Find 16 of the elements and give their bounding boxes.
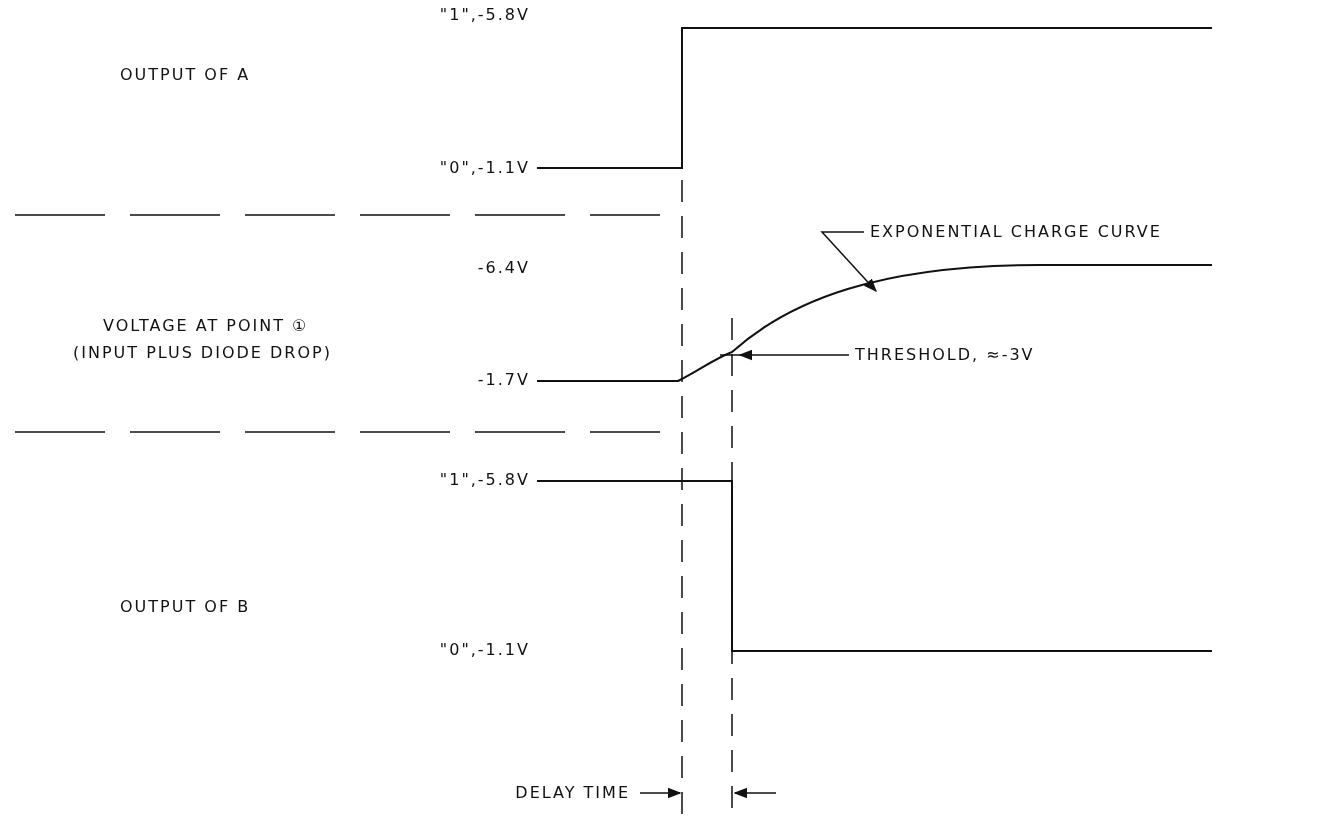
voltage-label: "1",-5.8V: [439, 470, 530, 490]
charge-curve: [536, 264, 1213, 382]
signal-label: OUTPUT OF A: [120, 65, 251, 85]
signal-label: (INPUT PLUS DIODE DROP): [73, 343, 332, 363]
voltage-label: "0",-1.1V: [439, 640, 530, 660]
signal-label: VOLTAGE AT POINT ①: [103, 316, 309, 336]
voltage-label: -6.4V: [477, 258, 530, 278]
leader-line: [738, 349, 850, 361]
callout-text: THRESHOLD, ≈-3V: [855, 345, 1035, 365]
voltage-label: "0",-1.1V: [439, 158, 530, 178]
signal-label: OUTPUT OF B: [120, 597, 251, 617]
callout-text: EXPONENTIAL CHARGE CURVE: [870, 222, 1162, 242]
voltage-label: -1.7V: [477, 370, 530, 390]
dimension-label: DELAY TIME: [515, 783, 630, 803]
voltage-label: "1",-5.8V: [439, 5, 530, 25]
leader-line: [820, 231, 877, 292]
